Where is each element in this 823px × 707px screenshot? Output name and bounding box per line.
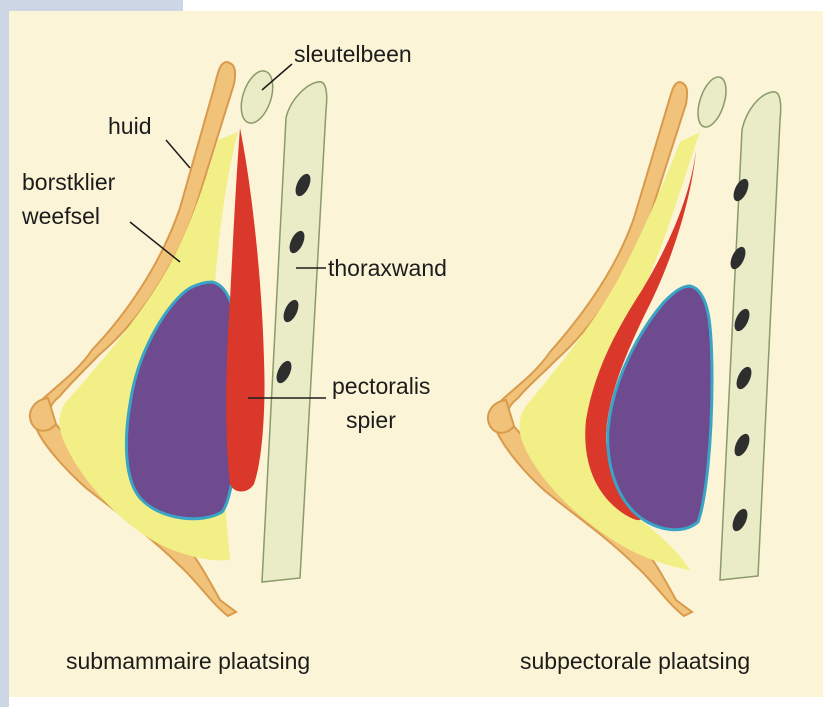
- caption-submammary: submammaire plaatsing: [66, 648, 310, 674]
- label-pectoralis-1: pectoralis: [332, 373, 430, 399]
- chest-wall-right: [720, 92, 781, 580]
- clavicle-left: [235, 67, 278, 127]
- label-thoraxwand: thoraxwand: [328, 255, 447, 281]
- subpectoral-figure: [488, 74, 781, 616]
- leader-huid: [166, 140, 190, 168]
- label-borstklier-2: weefsel: [21, 203, 100, 229]
- caption-subpectoral: subpectorale plaatsing: [520, 648, 750, 674]
- label-pectoralis-2: spier: [346, 407, 396, 433]
- submammary-figure: sleutelbeen huid borstklier weefsel thor…: [21, 41, 447, 616]
- muscle-left: [226, 128, 264, 492]
- label-sleutelbeen: sleutelbeen: [294, 41, 412, 67]
- chest-wall-left: [262, 82, 327, 582]
- label-huid: huid: [108, 113, 151, 139]
- clavicle-right: [693, 74, 732, 131]
- label-borstklier-1: borstklier: [22, 169, 116, 195]
